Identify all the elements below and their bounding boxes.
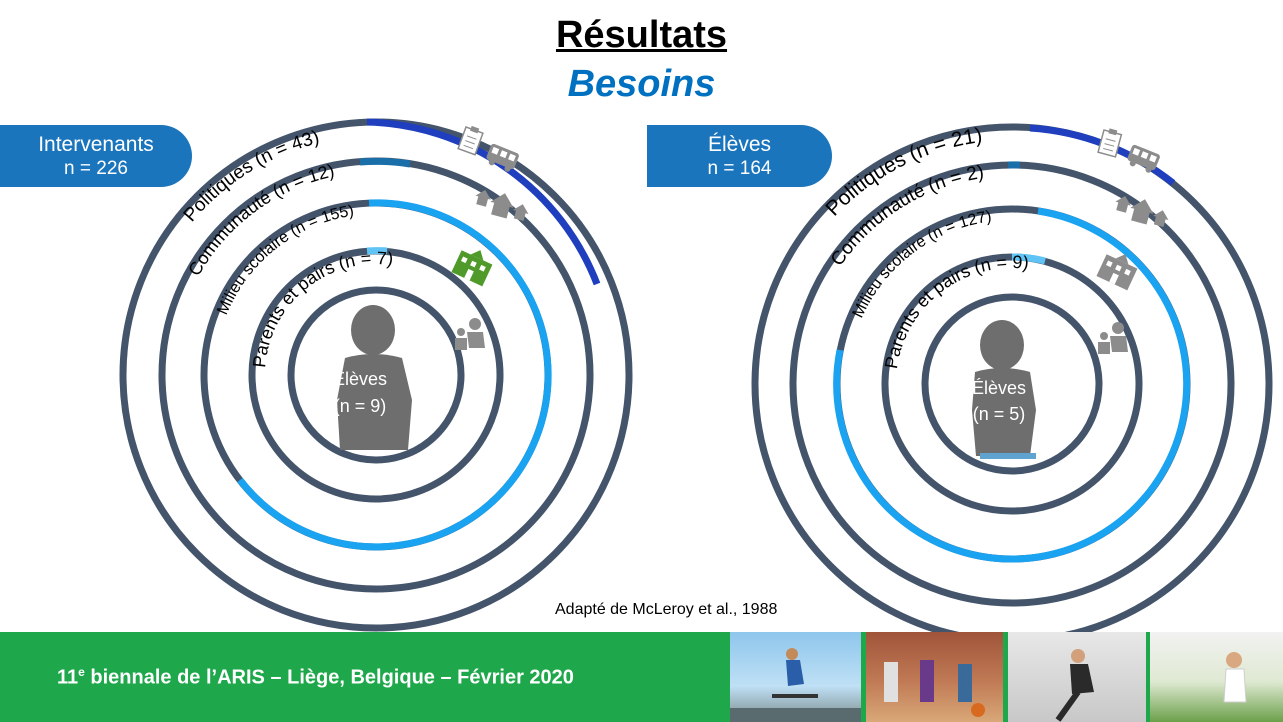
eleves-tab: Élèves n = 164	[647, 125, 832, 187]
school-icon	[1096, 254, 1138, 291]
milieu-arc	[237, 199, 552, 551]
ring-politiques	[751, 123, 1273, 632]
tab-count: n = 164	[707, 158, 772, 179]
ring-center	[287, 286, 465, 464]
people-icon	[1098, 322, 1128, 354]
basketball-photo	[866, 632, 1003, 722]
footer-text: 11e biennale de l’ARIS – Liège, Belgique…	[57, 665, 574, 689]
tab-label: Élèves	[707, 133, 772, 156]
reference-note: Adapté de McLeroy et al., 1988	[555, 601, 778, 618]
document-icon	[457, 125, 484, 156]
running-photo	[1150, 632, 1283, 722]
bus-icon	[486, 143, 519, 172]
person-silhouette-icon	[337, 305, 412, 450]
page-subtitle: Besoins	[567, 63, 716, 105]
tab-label: Intervenants	[38, 133, 154, 156]
tab-count: n = 226	[64, 158, 128, 179]
milieu-arc	[833, 207, 1191, 563]
ecological-diagrams: Politiques (n = 43) Communauté (n = 12) …	[119, 118, 1273, 632]
center-count: (n = 5)	[973, 404, 1026, 424]
center-label: Élèves	[333, 369, 387, 389]
ring-center	[921, 293, 1103, 475]
right-diagram: Politiques (n = 21) Communauté (n = 2) M…	[751, 123, 1273, 632]
people-icon	[455, 318, 485, 350]
bus-icon	[1127, 144, 1160, 173]
page-title: Résultats	[555, 14, 728, 56]
center-count: (n = 9)	[334, 396, 387, 416]
houses-icon	[1115, 196, 1169, 227]
center-label: Élèves	[972, 378, 1026, 398]
intervenants-tab: Intervenants n = 226	[0, 125, 192, 187]
center-arc	[980, 453, 1036, 459]
parents-arc	[1011, 253, 1046, 265]
skateboard-photo	[730, 632, 861, 722]
communaute-arc	[359, 157, 411, 168]
person-silhouette-icon	[972, 320, 1036, 456]
left-diagram: Politiques (n = 43) Communauté (n = 12) …	[119, 118, 633, 632]
document-icon	[1097, 128, 1123, 158]
martial-arts-photo	[1008, 632, 1146, 722]
school-icon	[451, 250, 493, 287]
houses-icon	[475, 190, 529, 221]
